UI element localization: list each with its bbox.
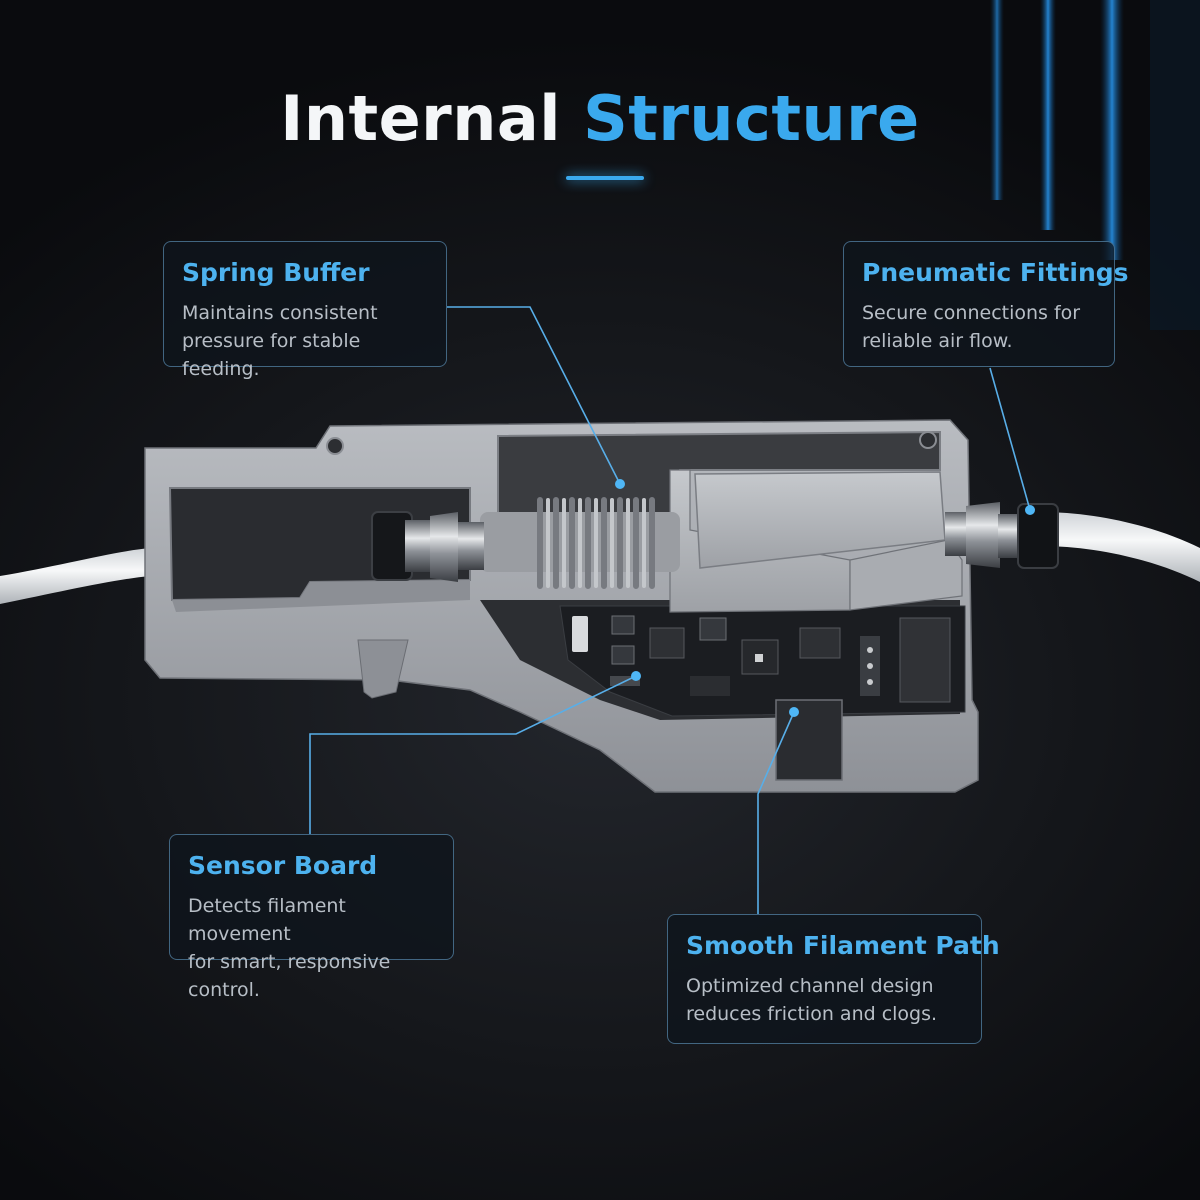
title-part-accent: Structure [583, 82, 920, 155]
callout-smooth-filament-path: Smooth Filament Path Optimized channel d… [667, 914, 1000, 1044]
title-part-white: Internal [280, 82, 561, 155]
callout-description: Optimized channel design reduces frictio… [686, 975, 938, 1025]
callout-pneumatic-fittings: Pneumatic Fittings Secure connections fo… [843, 241, 1129, 367]
callout-description: Detects filament movement for smart, res… [188, 895, 391, 1001]
mount-tab [357, 639, 409, 699]
compression-spring [537, 497, 655, 589]
callout-spring-buffer: Spring Buffer Maintains consistent press… [163, 241, 447, 380]
mounting-hole-left [326, 437, 344, 455]
background-light-strips [990, 0, 1200, 330]
callout-sensor-board: Sensor Board Detects filament movement f… [169, 834, 454, 1001]
callout-title: Smooth Filament Path [686, 931, 1000, 960]
callout-title: Spring Buffer [182, 258, 370, 287]
ptfe-tube-left [0, 548, 150, 604]
mounting-hole-right [919, 431, 937, 449]
sensor-board-pcb [559, 605, 966, 717]
title-underline [566, 176, 644, 180]
callout-title: Pneumatic Fittings [862, 258, 1129, 287]
left-pneumatic-fitting [371, 511, 484, 582]
callout-description: Maintains consistent pressure for stable… [182, 302, 378, 380]
right-pneumatic-fitting [945, 502, 1059, 569]
filament-channel-slot [775, 699, 843, 781]
callout-title: Sensor Board [188, 851, 378, 880]
callout-description: Secure connections for reliable air flow… [862, 302, 1081, 352]
callout-leader-lines [309, 306, 1035, 914]
ptfe-tube-right [1040, 512, 1200, 582]
page-title: Internal Structure [0, 82, 1200, 155]
